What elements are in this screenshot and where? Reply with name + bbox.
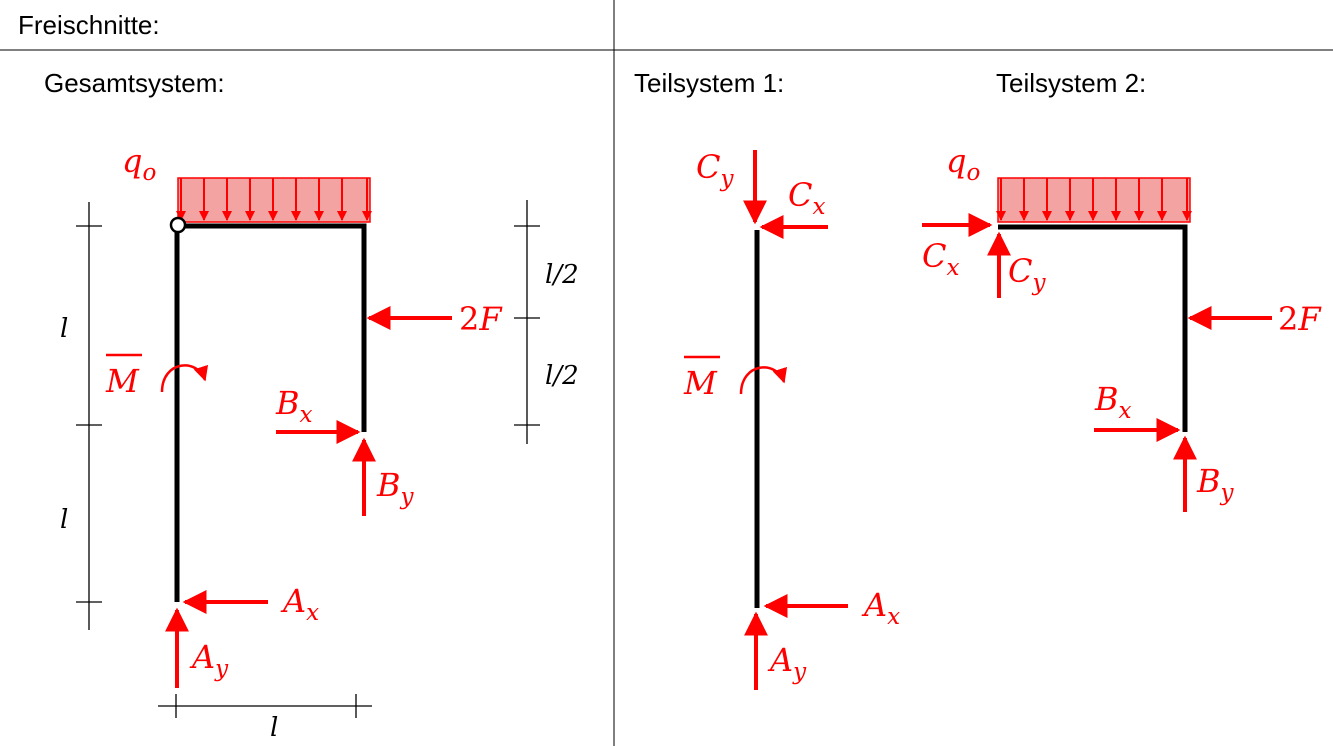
- label-Cy: Cy: [1008, 252, 1046, 296]
- dimension-right: [514, 200, 540, 444]
- teilsystem1-diagram: Cy Cx M Ax Ay: [683, 148, 900, 690]
- label-Bx: Bx: [275, 384, 313, 428]
- label-M: M: [683, 364, 718, 402]
- dim-l-lower: l: [60, 505, 68, 535]
- label-2F: 2F: [459, 300, 503, 338]
- label-q0: qo: [122, 142, 156, 186]
- teilsystem2-diagram: qo Cx Cy 2F Bx By: [922, 142, 1322, 512]
- label-Cx: Cx: [922, 237, 959, 281]
- label-By: By: [376, 466, 415, 510]
- label-q0: qo: [946, 142, 980, 186]
- label-By: By: [1196, 462, 1235, 506]
- label-Bx: Bx: [1094, 380, 1132, 424]
- dim-half-lower: l/2: [545, 361, 579, 391]
- label-Ay: Ay: [189, 638, 229, 682]
- teilsystem2-title: Teilsystem 2:: [996, 68, 1146, 98]
- moment-M: M: [105, 353, 209, 400]
- dimension-left: [76, 202, 102, 630]
- distributed-load-q0: [176, 177, 372, 223]
- label-2F: 2F: [1278, 300, 1322, 338]
- gesamtsystem-title: Gesamtsystem:: [44, 68, 225, 98]
- frame-structure: [174, 223, 367, 602]
- moment-M: M: [683, 355, 788, 402]
- hinge-joint: [169, 216, 187, 234]
- dim-l-upper: l: [60, 314, 68, 344]
- header-title: Freischnitte:: [18, 10, 160, 40]
- label-Ax: Ax: [280, 582, 319, 626]
- label-M: M: [105, 362, 140, 400]
- frame-structure: [998, 224, 1188, 432]
- label-Cx: Cx: [788, 176, 825, 220]
- distributed-load-q0: [996, 177, 1192, 223]
- gesamtsystem-diagram: l l l/2 l/2 l M qo 2F Bx: [60, 142, 579, 743]
- dim-half-upper: l/2: [545, 260, 579, 290]
- teilsystem1-title: Teilsystem 1:: [634, 68, 784, 98]
- label-Cy: Cy: [696, 148, 734, 192]
- label-Ay: Ay: [767, 641, 807, 685]
- dim-l-bottom: l: [270, 713, 278, 743]
- dimension-bottom: [158, 694, 372, 718]
- label-Ax: Ax: [861, 586, 900, 630]
